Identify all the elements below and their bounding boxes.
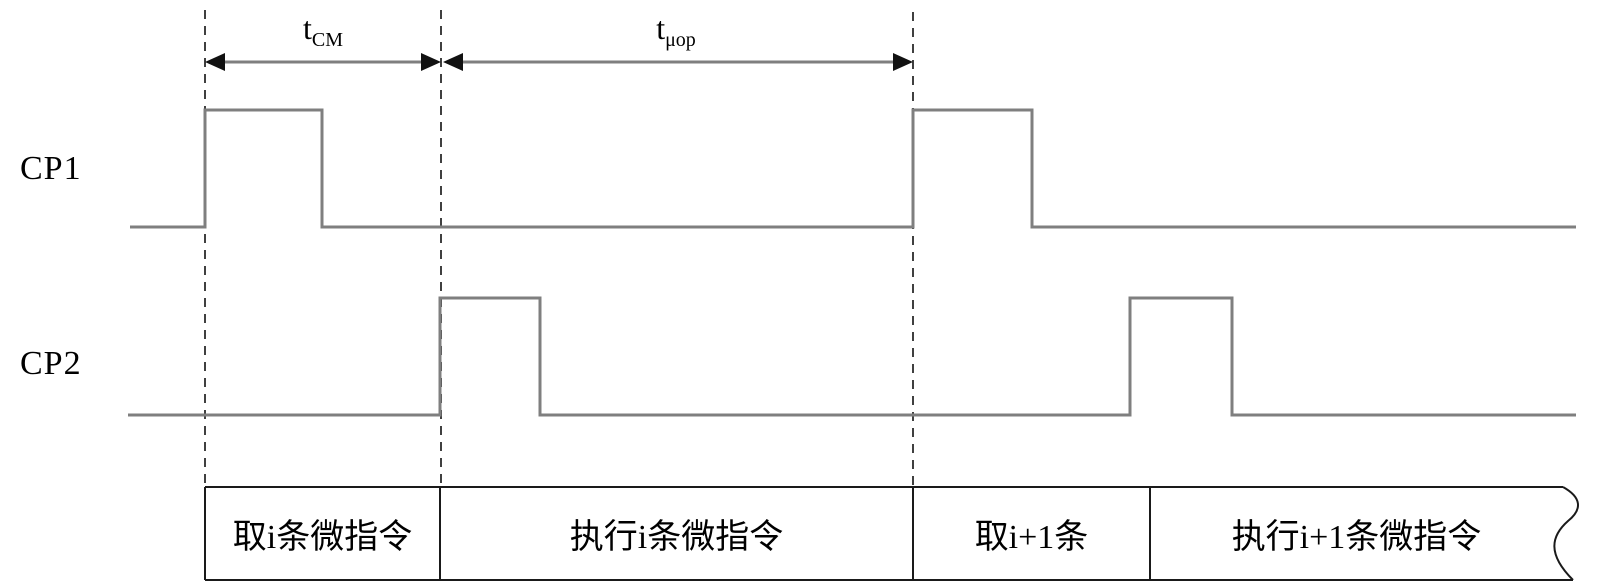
annotation-tcm: tCM [302,8,344,51]
annotation-tuop: tμop [656,8,696,51]
tuop-arrowhead-left-icon [443,53,463,71]
tuop-symbol: t [656,10,666,46]
tcm-arrowhead-left-icon [205,53,225,71]
phase-cell-fetch-i1-label: 取i+1条 [974,519,1089,556]
phase-cell-execute-i-label: 执行i条微指令 [569,519,784,556]
phase-cell-execute-i: 执行i条微指令 [440,487,913,580]
cp1-waveform [130,108,1576,229]
tcm-symbol: t [302,10,312,46]
tuop-arrowhead-right-icon [893,53,913,71]
table-break-squiggle [1553,486,1579,581]
signal-label-cp1: CP1 [20,150,82,187]
phase-cell-fetch-i: 取i条微指令 [205,487,440,580]
phase-cell-fetch-i-label: 取i条微指令 [232,519,413,556]
phase-cell-fetch-i1: 取i+1条 [913,487,1150,580]
phase-cell-execute-i1: 执行i+1条微指令 [1150,487,1563,580]
tcm-subscript: CM [311,29,344,51]
phase-cell-execute-i1-label: 执行i+1条微指令 [1231,519,1482,556]
cp2-waveform [128,296,1576,417]
signal-label-cp2: CP2 [20,345,82,382]
tcm-arrowhead-right-icon [421,53,441,71]
tuop-subscript: μop [665,29,696,51]
